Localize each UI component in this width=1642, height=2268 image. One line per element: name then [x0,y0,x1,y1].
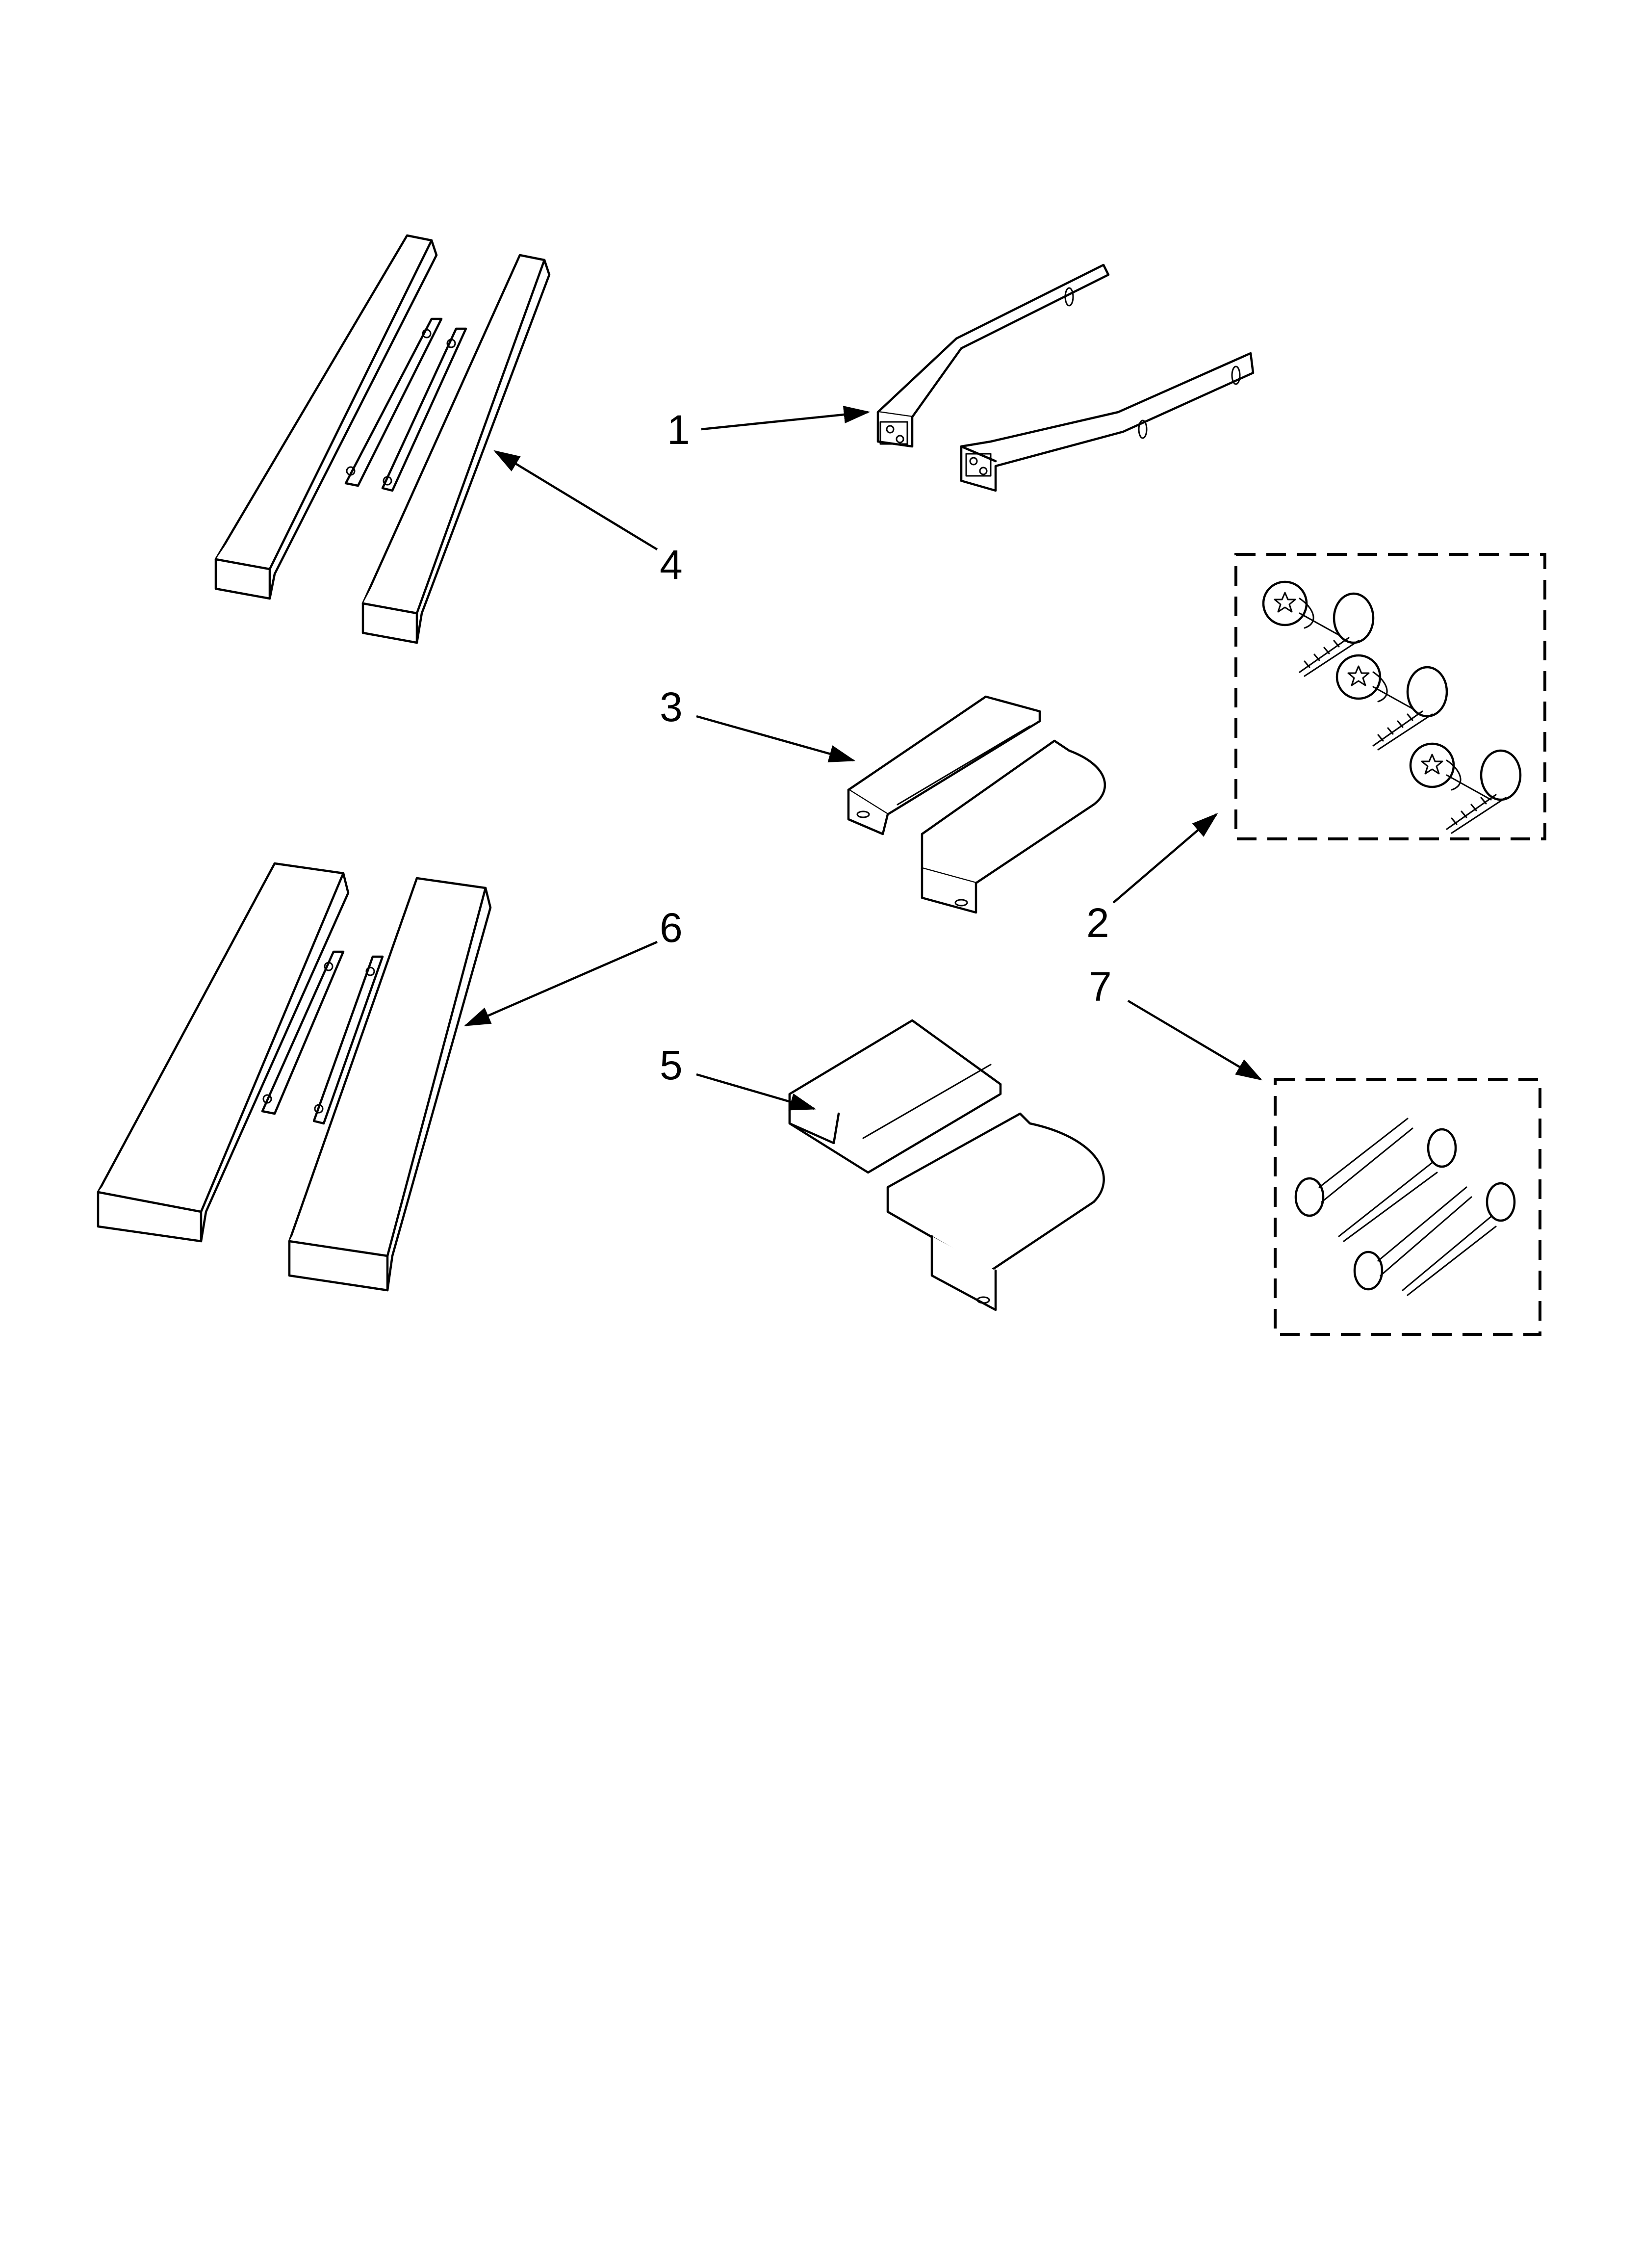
callout-4: 4 [660,542,683,588]
leader-2 [1112,813,1218,904]
side-trim-rail-pair-icon [214,234,551,644]
leader-3 [696,715,856,762]
u-mounting-bracket-icon [876,263,1255,492]
callout-1: 1 [667,407,690,453]
callout-3: 3 [660,684,683,730]
part-7-dashed-box [1274,1078,1541,1336]
leader-1 [701,406,871,431]
side-trim-rail-pair-large-icon [97,862,492,1292]
leader-5 [696,1073,817,1111]
side-trim-bracket-large-icon [788,1019,1105,1311]
leader-6 [463,940,658,1027]
callout-5: 5 [660,1042,683,1088]
side-trim-bracket-icon [847,695,1106,914]
flat-head-screw-group-icon [1294,1118,1516,1296]
part-2-dashed-box [1234,553,1546,840]
truss-head-screw-group-icon [1263,582,1520,833]
callout-2: 2 [1086,900,1109,946]
callout-6: 6 [660,905,683,951]
leader-lines [463,406,1262,1111]
leader-7 [1127,1000,1262,1081]
leader-4 [493,450,658,550]
callout-labels: 1 2 3 4 5 6 7 [660,407,1112,1088]
callout-7: 7 [1089,964,1112,1010]
